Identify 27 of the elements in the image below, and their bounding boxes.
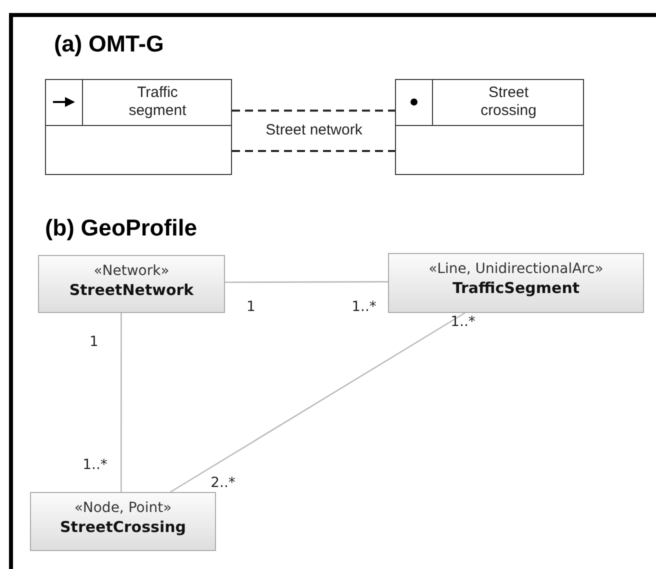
section-heading: (b) GeoProfile [45, 214, 198, 242]
association-line [120, 313, 122, 492]
class-box [388, 253, 644, 313]
multiplicity-label: 2..* [210, 475, 236, 491]
multiplicity-label: 1..* [82, 457, 108, 473]
class-box [30, 492, 216, 551]
stereotype-label: «Node, Point» [73, 499, 173, 517]
multiplicity-label: 1 [90, 334, 98, 350]
section-heading: (a) OMT-G [54, 30, 164, 58]
class-box [45, 79, 232, 175]
association-line [225, 281, 388, 283]
association-line [232, 110, 395, 112]
class-name: Traffic segment [128, 84, 188, 120]
stereotype-label: «Network» [92, 262, 170, 280]
class-name: StreetNetwork [68, 280, 195, 300]
multiplicity-label: 1..* [352, 299, 376, 315]
association-line [232, 150, 395, 152]
class-box [395, 79, 584, 175]
relationship-label: Street network [266, 122, 362, 138]
class-name: Street crossing [480, 84, 538, 120]
association-line [170, 312, 466, 493]
multiplicity-label: 1..* [450, 314, 476, 330]
class-box [38, 255, 225, 313]
stereotype-label: «Line, UnidirectionalArc» [428, 260, 604, 278]
class-name: StreetCrossing [58, 517, 187, 537]
class-name: TrafficSegment [451, 278, 581, 298]
multiplicity-label: 1 [246, 299, 256, 315]
